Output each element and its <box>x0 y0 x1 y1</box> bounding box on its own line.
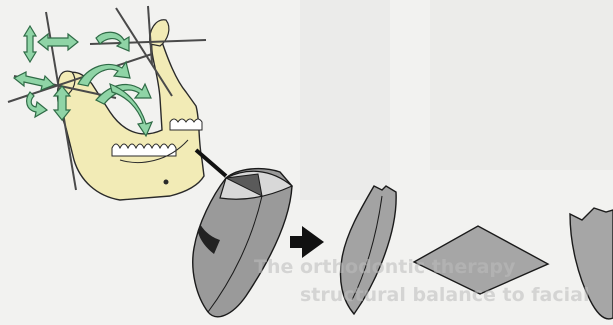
background-panel <box>430 0 613 170</box>
background-panel <box>300 0 390 200</box>
mental-foramen <box>164 180 169 185</box>
axis-line <box>90 40 206 44</box>
double-arrow-icon <box>38 34 78 50</box>
background-text-line2: structural balance to facial <box>300 284 589 306</box>
double-arrow-icon <box>14 72 54 90</box>
curved-arrow-icon <box>96 32 129 51</box>
right-arrow-icon <box>290 226 324 258</box>
curved-arrow-icon <box>27 92 47 117</box>
tooth-section-icon <box>193 169 292 317</box>
double-arrow-icon <box>24 26 36 62</box>
background-text-line1: The orthodontic therapy <box>254 256 515 278</box>
curved-arrow-icon <box>78 62 130 86</box>
